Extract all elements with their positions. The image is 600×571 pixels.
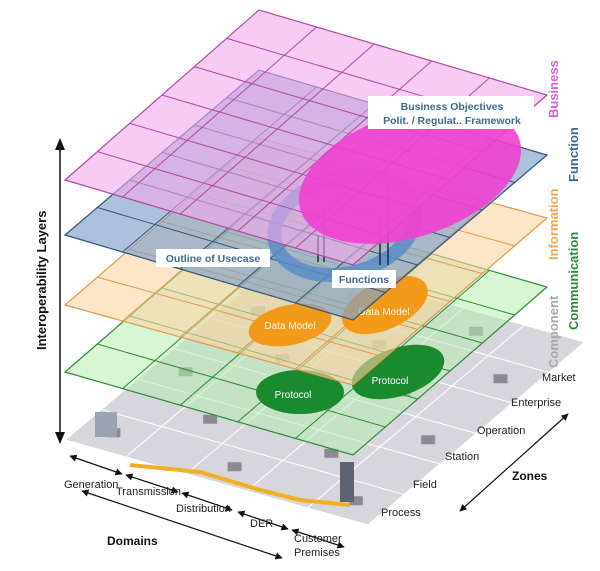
domain-customer-premises-1: Customer: [294, 533, 342, 545]
protocol-label-1: Protocol: [275, 390, 312, 401]
zone-enterprise: Enterprise: [511, 397, 561, 409]
zone-station: Station: [445, 451, 479, 463]
plane-business: [63, 9, 549, 266]
business-callout: [368, 96, 534, 129]
layer-label-business: Business: [546, 60, 561, 118]
data-model-label-1: Data Model: [264, 321, 315, 332]
grid-line: [97, 343, 386, 428]
business-objectives-label: Business Objectives: [401, 101, 504, 113]
grid-line: [97, 276, 386, 358]
domain-arrows: [69, 454, 345, 560]
domain-distribution: Distribution: [176, 503, 231, 515]
zone-field: Field: [413, 479, 437, 491]
protocol-ellipse: [256, 370, 344, 414]
domain-generation: Generation: [64, 479, 118, 491]
domain-transmission: Transmission: [116, 486, 181, 498]
zones-title: Zones: [512, 469, 548, 483]
layer-label-communication: Communication: [566, 232, 581, 330]
domains-title: Domains: [107, 534, 158, 548]
domain-der: DER: [250, 518, 273, 530]
component-device-icon: [324, 448, 339, 458]
layer-label-component: Component: [546, 295, 561, 368]
protocol-label-2: Protocol: [372, 376, 409, 387]
component-device-icon: [227, 462, 242, 472]
zone-operation: Operation: [477, 425, 525, 437]
business-framework-label: Polit. / Regulat.. Framework: [383, 115, 521, 127]
layer-label-function: Function: [566, 127, 581, 182]
usecase-label: Outline of Usecase: [166, 253, 261, 265]
component-device-icon: [348, 496, 363, 506]
arrowhead-down-icon: [55, 432, 65, 444]
usecase-callout: [156, 249, 270, 267]
functions-callout: [332, 270, 396, 288]
data-model-ellipse: [248, 303, 332, 347]
component-device-icon: [493, 374, 508, 384]
layers-axis-title: Interoperability Layers: [34, 211, 49, 350]
arrowhead-up-icon: [55, 138, 65, 150]
data-model-label-2: Data Model: [358, 307, 409, 318]
power-plant-icon: [95, 412, 117, 437]
component-device-icon: [203, 414, 218, 424]
zone-market: Market: [542, 372, 576, 384]
layer-label-information: Information: [546, 188, 561, 260]
functions-label: Functions: [339, 274, 389, 286]
business-ellipse: [298, 106, 522, 244]
component-device-icon: [421, 435, 436, 445]
building-icon: [340, 462, 354, 502]
zone-process: Process: [381, 507, 421, 519]
zones-arrow: [459, 413, 569, 512]
domain-customer-premises-2: Premises: [294, 547, 340, 559]
